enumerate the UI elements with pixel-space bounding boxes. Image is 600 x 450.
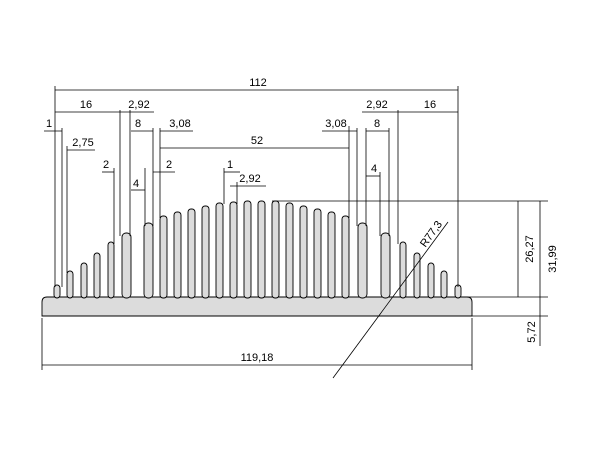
heatsink-fins bbox=[53, 200, 462, 299]
dim-left-8-label: 8 bbox=[135, 118, 141, 130]
dim-right-2-92-label: 2,92 bbox=[366, 99, 387, 111]
fin bbox=[257, 200, 266, 299]
fin bbox=[80, 262, 88, 299]
fin bbox=[399, 241, 407, 299]
dim-left-2-label: 2 bbox=[103, 159, 109, 171]
dimension-labels: 112 16 2,92 1 8 3,08 2,75 2 4 2 52 3,08 … bbox=[46, 77, 559, 364]
fin bbox=[440, 270, 448, 299]
fin bbox=[53, 284, 61, 299]
dim-31-99-label: 31,99 bbox=[547, 245, 559, 273]
dim-5-72-label: 5,72 bbox=[526, 321, 538, 342]
fin bbox=[357, 222, 368, 299]
dim-26-27-label: 26,27 bbox=[524, 235, 536, 263]
fin bbox=[299, 205, 308, 299]
dim-left-1-label: 1 bbox=[46, 118, 52, 130]
dim-left-4-label: 4 bbox=[133, 178, 139, 190]
dim-right-3-08-label: 3,08 bbox=[325, 118, 346, 130]
fin bbox=[173, 211, 182, 299]
dim-center-52-label: 52 bbox=[251, 135, 263, 147]
dim-left-3-08-label: 3,08 bbox=[169, 118, 190, 130]
dim-119-18-label: 119,18 bbox=[241, 352, 274, 364]
fin bbox=[313, 208, 322, 299]
fin bbox=[380, 232, 391, 299]
fin bbox=[413, 252, 421, 299]
dim-right-16-label: 16 bbox=[424, 99, 436, 111]
fin bbox=[327, 211, 336, 299]
fin bbox=[271, 200, 280, 299]
fin bbox=[66, 270, 74, 299]
fin bbox=[187, 208, 196, 299]
fin bbox=[201, 205, 210, 299]
fin bbox=[215, 202, 224, 299]
fin bbox=[143, 222, 154, 299]
dim-radius-label: R77,3 bbox=[418, 219, 445, 250]
dim-left-2-75-label: 2,75 bbox=[72, 137, 93, 149]
fin bbox=[229, 201, 238, 299]
heatsink-base bbox=[41, 296, 473, 317]
fin bbox=[93, 252, 101, 299]
dim-center-1-label: 1 bbox=[227, 159, 233, 171]
dim-right-4-label: 4 bbox=[371, 163, 377, 175]
dim-right-8-label: 8 bbox=[374, 118, 380, 130]
fin bbox=[341, 215, 350, 299]
fin bbox=[159, 215, 168, 299]
dim-left-16-label: 16 bbox=[80, 99, 92, 111]
dimension-lines bbox=[41, 86, 548, 379]
dim-center-2-92-label: 2,92 bbox=[239, 173, 260, 185]
fin bbox=[427, 262, 435, 299]
fin bbox=[121, 232, 132, 299]
dim-left-2-second-label: 2 bbox=[166, 159, 172, 171]
fin bbox=[107, 241, 115, 299]
dim-left-2-92-label: 2,92 bbox=[128, 99, 149, 111]
dim-112-label: 112 bbox=[249, 77, 267, 89]
fin bbox=[285, 202, 294, 299]
fin bbox=[243, 200, 252, 299]
